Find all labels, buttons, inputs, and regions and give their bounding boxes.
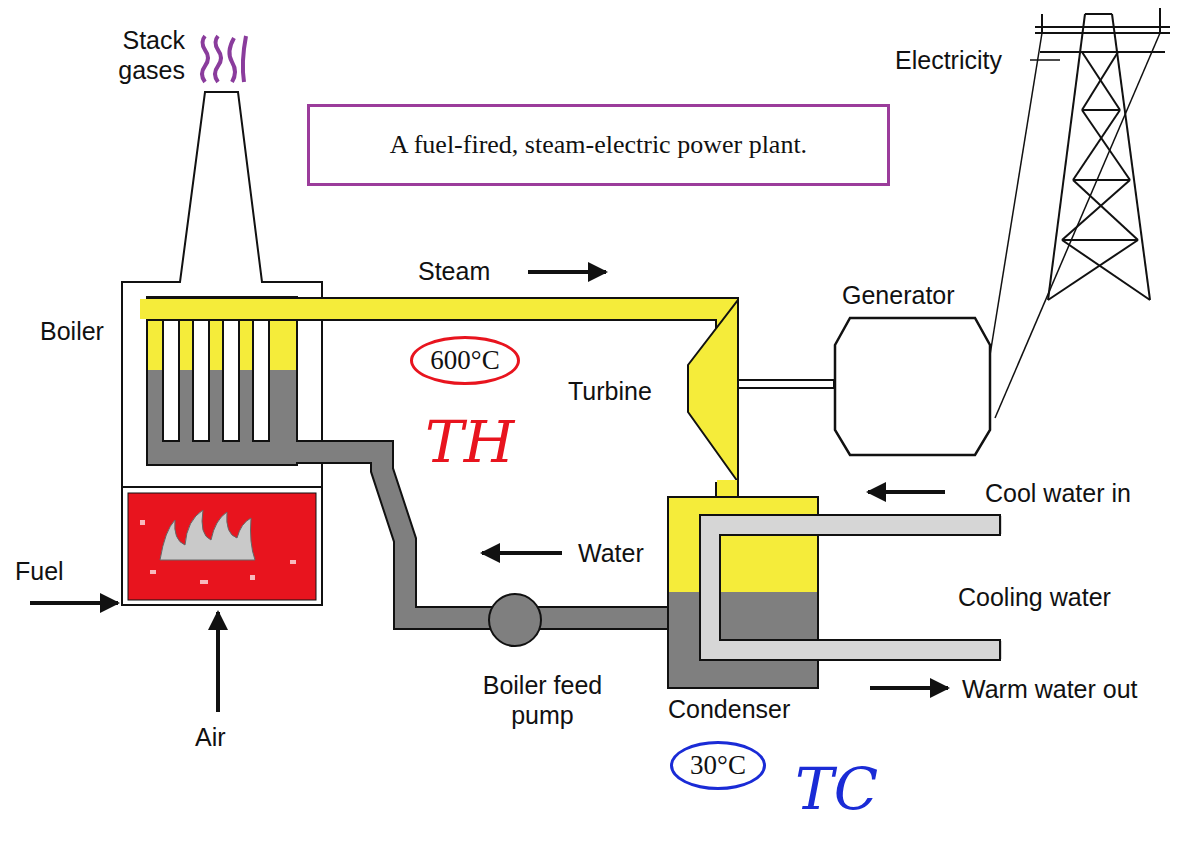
part-label: Boiler feed pump xyxy=(470,670,615,730)
temperature-value: 600°C xyxy=(430,345,499,376)
temperature-symbol: TC xyxy=(795,755,878,823)
boiler-tubes xyxy=(163,318,269,441)
temperature-ellipse: 30°C xyxy=(670,741,766,790)
part-label: Boiler xyxy=(40,316,104,346)
title-text: A fuel-fired, steam-electric power plant… xyxy=(390,130,807,160)
stack-gases xyxy=(202,36,246,82)
generator xyxy=(835,318,990,455)
turbine xyxy=(688,300,738,482)
part-label: Warm water out xyxy=(962,674,1138,704)
temperature-symbol: TH xyxy=(425,408,514,476)
power-lines xyxy=(990,33,1160,418)
shaft xyxy=(738,380,834,388)
transmission-tower xyxy=(1035,8,1170,300)
part-label: Cooling water xyxy=(958,582,1111,612)
temperature-value: 30°C xyxy=(690,750,746,781)
part-label: Air xyxy=(195,722,226,752)
boiler-drum xyxy=(147,297,297,465)
temperature-ellipse: 600°C xyxy=(410,336,520,385)
part-label: Stack gases xyxy=(90,25,185,85)
title-box: A fuel-fired, steam-electric power plant… xyxy=(307,104,890,186)
part-label: Steam xyxy=(418,256,490,286)
part-label: Fuel xyxy=(15,556,64,586)
part-label: Turbine xyxy=(568,376,652,406)
flow-arrows xyxy=(30,272,948,712)
boiler-housing xyxy=(122,92,322,605)
part-label: Generator xyxy=(842,280,955,310)
firebox xyxy=(128,493,316,600)
steam-pipe xyxy=(140,309,727,340)
part-label: Water xyxy=(578,538,644,568)
flames xyxy=(160,510,255,560)
part-label: Cool water in xyxy=(985,478,1131,508)
part-label: Condenser xyxy=(668,694,790,724)
part-label: Electricity xyxy=(895,45,1002,75)
water-pipe xyxy=(290,452,672,618)
feed-pump xyxy=(489,594,541,646)
